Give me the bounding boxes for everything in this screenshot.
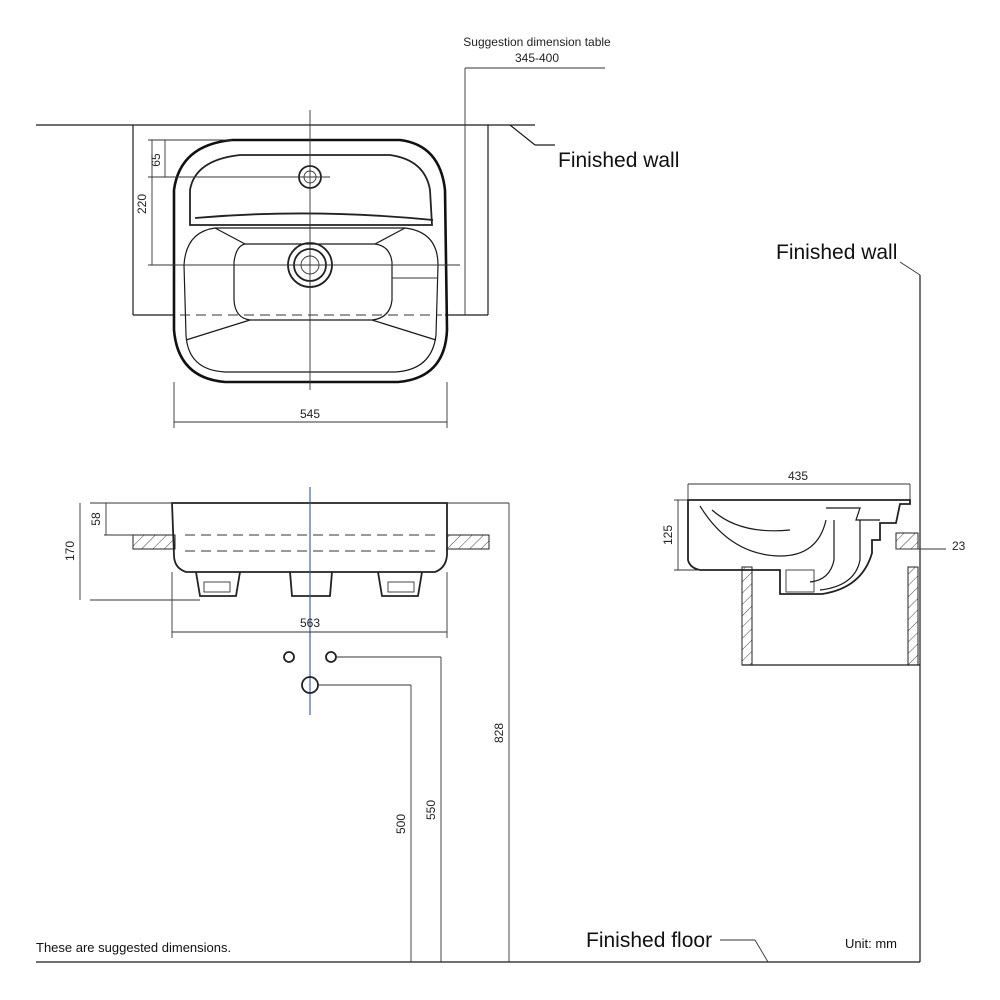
- finished-floor-label: Finished floor: [586, 929, 712, 952]
- dim-220: 220: [135, 194, 149, 214]
- dim-545: 545: [300, 407, 320, 421]
- dim-435: 435: [788, 469, 808, 483]
- finished-wall-top-label: Finished wall: [558, 149, 679, 172]
- finished-wall-side-label: Finished wall: [776, 241, 897, 264]
- dim-125: 125: [661, 525, 675, 545]
- suggestion-range: 345-400: [515, 51, 559, 65]
- dim-23: 23: [952, 539, 966, 553]
- dim-58: 58: [89, 512, 103, 526]
- note-suggested: These are suggested dimensions.: [36, 940, 231, 955]
- dim-563: 563: [300, 616, 320, 630]
- dim-65: 65: [149, 153, 163, 167]
- unit-label: Unit: mm: [845, 936, 897, 951]
- dim-170: 170: [63, 541, 77, 561]
- dim-828: 828: [492, 723, 506, 743]
- suggestion-title: Suggestion dimension table: [463, 35, 611, 49]
- front-view: [36, 487, 920, 963]
- top-view: [36, 67, 605, 428]
- side-view: [674, 261, 946, 962]
- dim-550: 550: [424, 800, 438, 820]
- dim-500: 500: [394, 814, 408, 834]
